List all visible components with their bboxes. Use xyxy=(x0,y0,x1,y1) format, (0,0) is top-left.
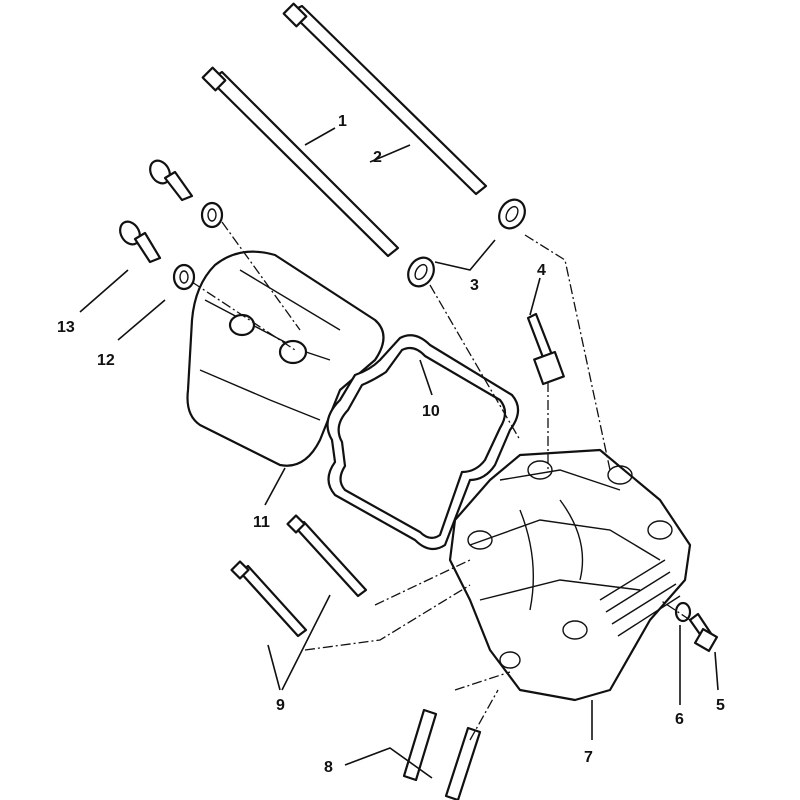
callout-3: 3 xyxy=(470,277,479,294)
callout-2: 2 xyxy=(373,149,382,166)
callout-13: 13 xyxy=(57,319,75,336)
callout-5: 5 xyxy=(716,697,725,714)
callout-12: 12 xyxy=(97,352,115,369)
callout-6: 6 xyxy=(675,711,684,728)
valve-cover-11 xyxy=(186,250,385,467)
leader-lines xyxy=(79,127,719,779)
cylinder-head-7 xyxy=(448,448,692,702)
sensor-4 xyxy=(526,312,565,386)
callout-4: 4 xyxy=(537,262,546,279)
stud-8b xyxy=(444,726,482,800)
callout-10: 10 xyxy=(422,403,440,420)
washer-3b xyxy=(407,256,435,288)
callout-1: 1 xyxy=(338,113,347,130)
bolt-9a xyxy=(286,514,368,598)
callout-11: 11 xyxy=(253,514,270,531)
washer-12a xyxy=(200,201,224,229)
centerline xyxy=(191,221,691,741)
washer-12b xyxy=(172,263,196,291)
callout-7: 7 xyxy=(584,749,593,766)
washer-3a xyxy=(498,198,526,230)
callout-8: 8 xyxy=(324,759,333,776)
long-bolt-2 xyxy=(282,2,488,196)
long-bolt-1 xyxy=(201,66,400,258)
cover-bolt-13a xyxy=(149,159,194,202)
bolt-5 xyxy=(688,612,719,653)
gasket-10 xyxy=(326,334,520,551)
cover-bolt-13b xyxy=(119,220,162,264)
bolt-9b xyxy=(230,560,308,638)
stud-8a xyxy=(402,708,438,782)
callout-9: 9 xyxy=(276,697,285,714)
washer-6 xyxy=(674,601,692,623)
